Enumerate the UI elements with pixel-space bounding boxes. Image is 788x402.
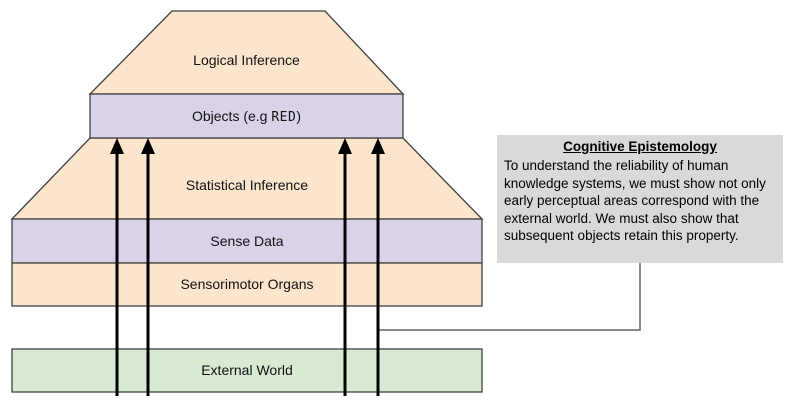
external-world-shape [11,348,483,393]
note-body: To understand the reliability of human k… [504,158,766,244]
upward-arrow-2 [141,138,155,396]
upward-arrow-1 [110,138,124,396]
arrow-head-icon [141,138,155,154]
note-box: Cognitive Epistemology To understand the… [497,135,783,263]
arrow-head-icon [110,138,124,154]
upward-arrow-4 [371,138,385,396]
objects-shape [89,93,404,139]
arrow-head-icon [371,138,385,154]
note-connector-line [378,263,641,331]
logical-inference-shape [88,10,405,95]
statistical-inference-shape [10,137,484,220]
arrow-head-icon [338,138,352,154]
sensorimotor-organs-shape [11,262,483,307]
sense-data-shape [11,218,483,264]
upward-arrow-3 [338,138,352,396]
note-title: Cognitive Epistemology [563,139,717,154]
